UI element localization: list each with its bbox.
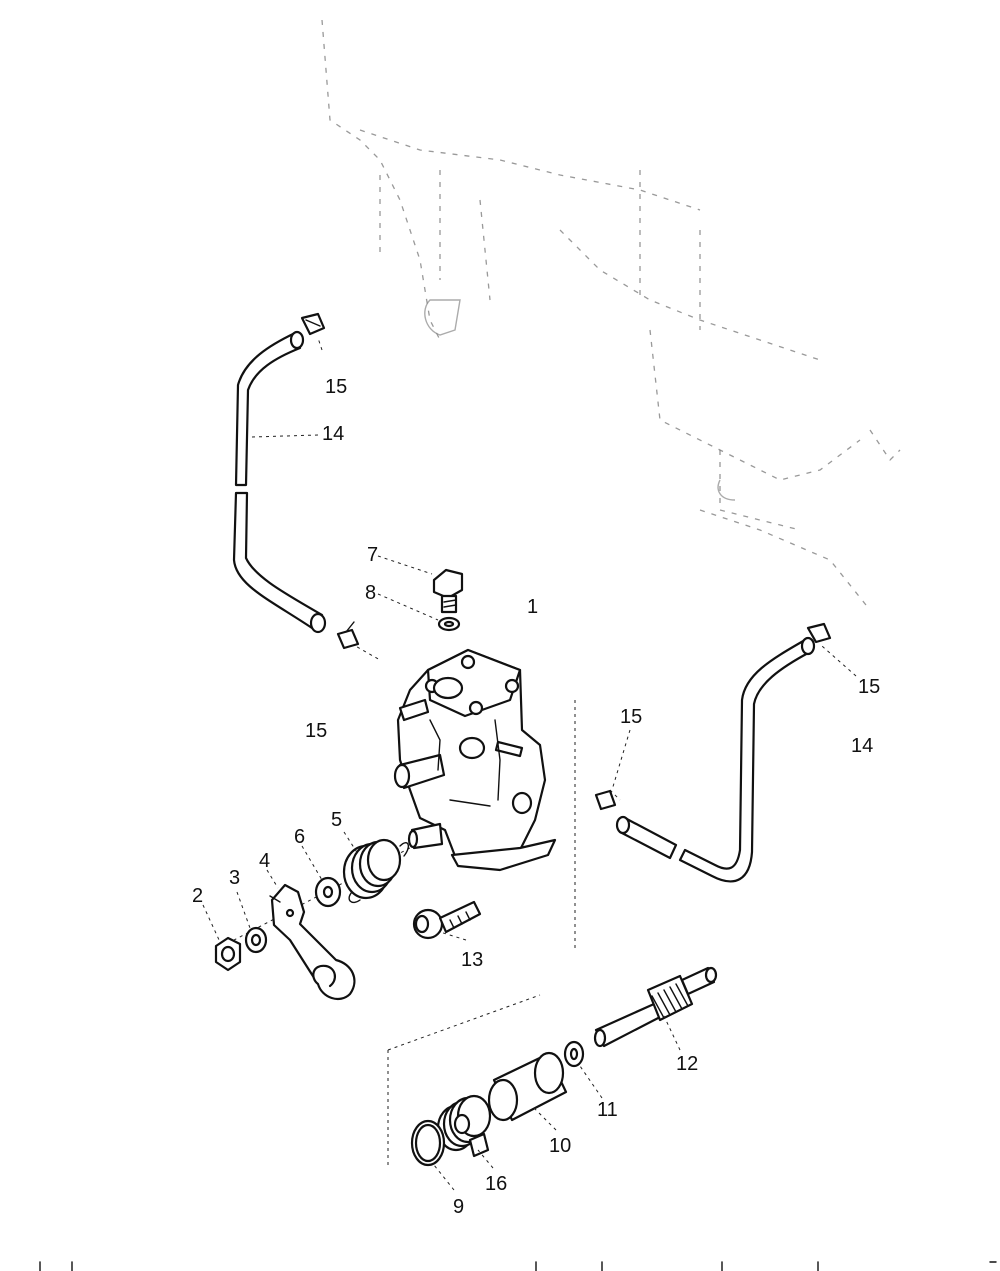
lever-4 xyxy=(269,883,356,1001)
sleeve-10 xyxy=(487,1051,568,1122)
label-part-4: 4 xyxy=(259,850,270,872)
label-part-16: 16 xyxy=(485,1173,507,1195)
bolt-13 xyxy=(412,900,482,940)
nut-2 xyxy=(214,936,242,972)
label-part-10: 10 xyxy=(549,1135,571,1157)
label-part-8: 8 xyxy=(365,582,376,604)
part-number-labels: 1 2 3 4 5 6 7 8 9 10 11 12 13 14 14 15 1… xyxy=(192,376,880,1218)
o-ring-9 xyxy=(410,1119,446,1167)
bottom-margin-ticks xyxy=(39,1261,997,1271)
label-part-12: 12 xyxy=(676,1053,698,1075)
left-hose xyxy=(232,330,327,634)
pump-body-1 xyxy=(393,648,557,872)
label-part-9: 9 xyxy=(453,1196,464,1218)
label-part-11: 11 xyxy=(597,1099,618,1121)
washer-6 xyxy=(314,876,342,908)
hose-clamp-lower-right xyxy=(594,789,617,811)
hose-clamp-top-left xyxy=(300,312,326,336)
label-part-3: 3 xyxy=(229,867,240,889)
washer-11 xyxy=(563,1040,585,1068)
washer-8 xyxy=(437,616,461,632)
torsion-spring-5 xyxy=(342,838,410,904)
spring-cap-16 xyxy=(436,1094,492,1158)
washer-3 xyxy=(244,926,268,954)
screw-7 xyxy=(432,568,464,614)
right-hose xyxy=(615,636,816,883)
label-part-5: 5 xyxy=(331,809,342,831)
label-part-14-left: 14 xyxy=(322,423,344,445)
label-part-7: 7 xyxy=(367,544,378,566)
label-part-15-left: 15 xyxy=(305,720,327,742)
label-part-15-top-right: 15 xyxy=(858,676,880,698)
label-part-2: 2 xyxy=(192,885,203,907)
label-part-15-center-right: 15 xyxy=(620,706,642,728)
engine-block-ghost-outline xyxy=(321,19,901,611)
hose-clamp-lower-left xyxy=(336,621,360,650)
hose-clamp-top-right xyxy=(806,622,832,644)
label-part-15-top-left: 15 xyxy=(325,376,347,398)
drive-shaft-12 xyxy=(593,966,718,1048)
label-part-14-right: 14 xyxy=(851,735,873,757)
label-part-1: 1 xyxy=(527,596,538,618)
label-leader-lines xyxy=(202,337,857,1191)
label-part-13: 13 xyxy=(461,949,483,971)
label-part-6: 6 xyxy=(294,826,305,848)
